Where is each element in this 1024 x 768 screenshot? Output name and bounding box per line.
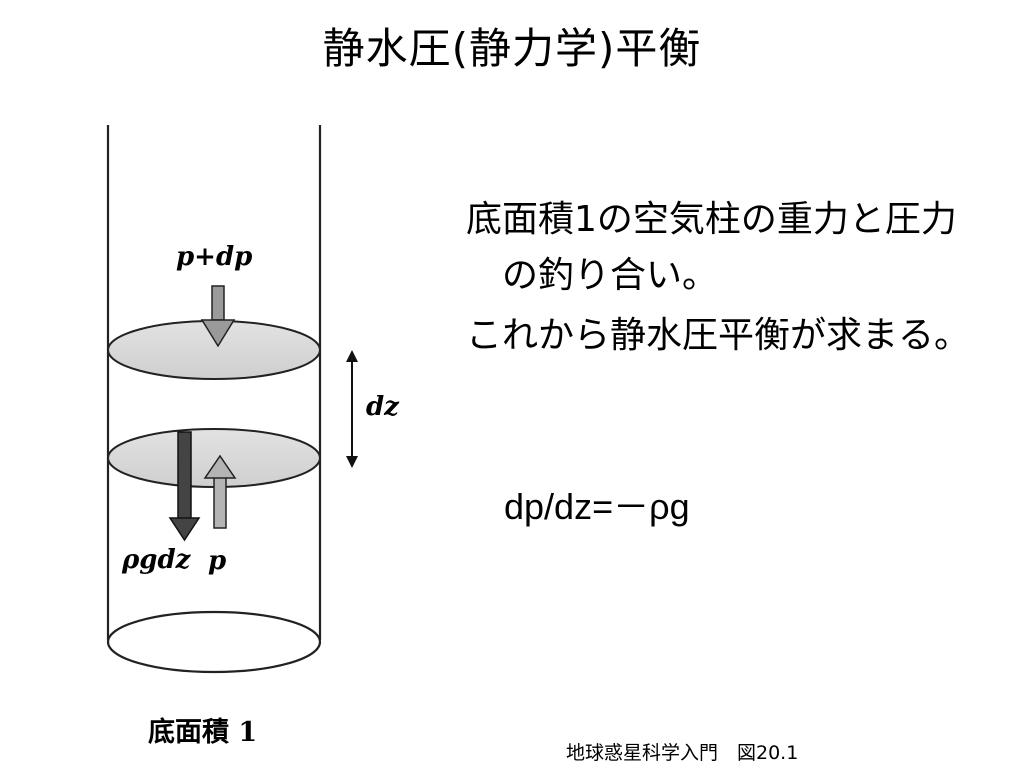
figure-caption: 地球惑星科学入門 図20.1 [566,742,799,764]
label-dz: dz [366,392,399,422]
body-text: 底面積1の空気柱の重力と圧力の釣り合い。 これから静水圧平衡が求まる。 [466,192,986,368]
paragraph-hydrostatic: これから静水圧平衡が求まる。 [466,315,971,356]
label-p-plus-dp: p+dp [176,242,253,272]
dz-double-arrow [346,350,358,468]
down-arrow-top [200,285,236,348]
slide-title: 静水圧(静力学)平衡 [322,24,702,73]
air-column-diagram [106,125,358,674]
label-rho-g-dz: ρgdz [122,545,191,575]
paragraph-balance: 底面積1の空気柱の重力と圧力の釣り合い。 [466,199,957,296]
label-base-area: 底面積 1 [148,717,258,748]
air-column-figure: p+dp dz ρgdz p 底面積 1 [96,120,426,760]
label-p: p [208,546,227,576]
gravity-arrow [168,431,201,542]
up-arrow-pressure [203,454,237,529]
base-ellipse [106,610,322,674]
hydrostatic-equation: dp/dz=－ρg [504,486,690,527]
